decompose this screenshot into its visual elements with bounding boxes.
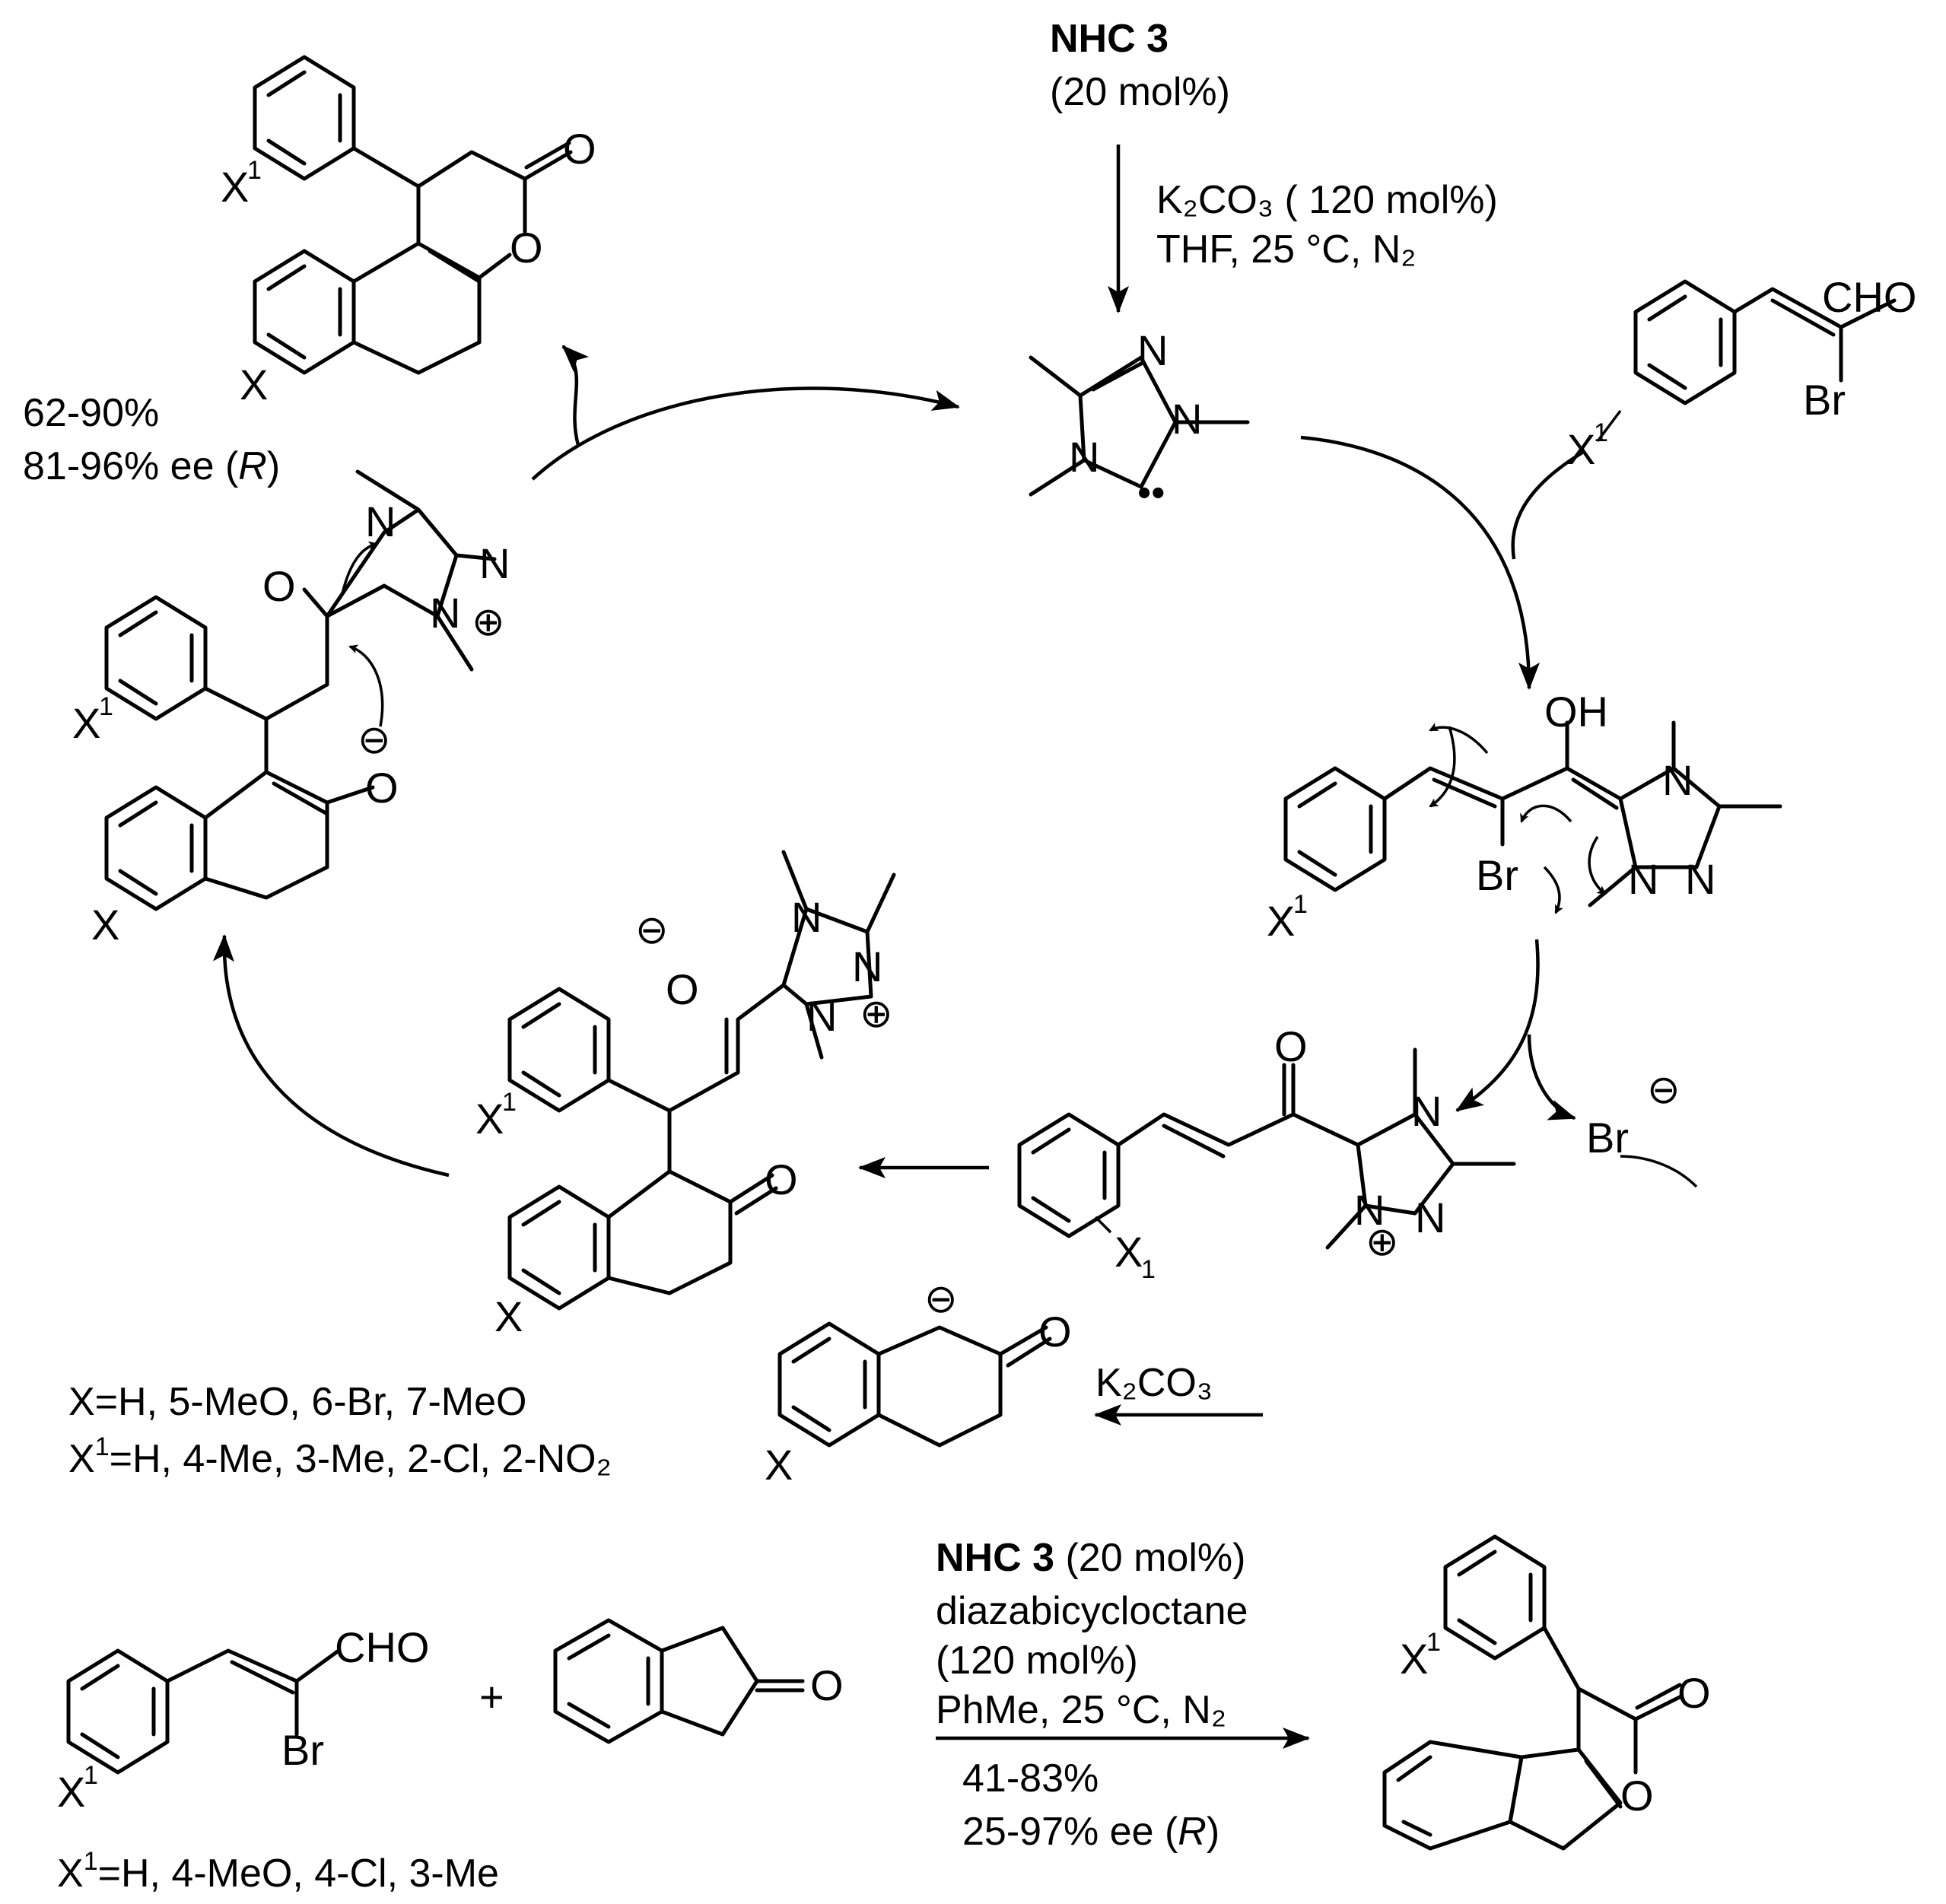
- azolium-charge: ⊕: [1366, 1220, 1399, 1264]
- alkoxide-x: X: [91, 901, 119, 949]
- x1-sup: 1: [1594, 418, 1608, 447]
- x1-label: X: [1567, 425, 1595, 473]
- breslow-x1: X: [1267, 897, 1295, 945]
- alkoxide-n1: N: [430, 589, 460, 637]
- enolate-x1-sup: 1: [502, 1088, 517, 1117]
- tetralone-enolate: O ⊖ X K₂CO₃: [765, 1277, 1263, 1489]
- bromide-release: Br ⊖: [1586, 1068, 1698, 1188]
- indanone-o: O: [810, 1661, 844, 1709]
- enolate-cation: ⊕: [860, 992, 893, 1036]
- cho-label: CHO: [1822, 273, 1916, 321]
- top-ring-o: O: [510, 224, 543, 272]
- breslow-x1-sup: 1: [1293, 890, 1308, 919]
- breslow-n2: N: [1685, 855, 1715, 903]
- catalyst-base: K₂CO₃ ( 120 mol%): [1156, 178, 1498, 222]
- alkoxide-n3: N: [479, 539, 510, 587]
- carbene-n1: N: [1137, 326, 1168, 374]
- cond-line-3: (120 mol%): [936, 1639, 1138, 1683]
- cond-line-2: diazabicycloctane: [936, 1589, 1248, 1633]
- bottom-cho: CHO: [335, 1623, 429, 1671]
- enolate-x: X: [494, 1292, 523, 1340]
- cond-line-4: PhMe, 25 °C, N₂: [936, 1688, 1226, 1732]
- bromocinnamaldehyde-top: CHO Br X 1: [1567, 273, 1916, 473]
- catalyst-header: NHC 3 (20 mol%) K₂CO₃ ( 120 mol%) THF, 2…: [1050, 17, 1498, 313]
- bottom-prod-x1-sup: 1: [1426, 1628, 1441, 1657]
- azolium-x1-sup: 1: [1141, 1255, 1156, 1284]
- breslow-n4: N: [1662, 756, 1693, 804]
- catalyst-name: NHC 3: [1050, 17, 1169, 61]
- catalyst-loading: (20 mol%): [1050, 70, 1230, 114]
- br-label: Br: [1803, 376, 1846, 424]
- alkoxide-x1: X: [72, 699, 100, 747]
- alkoxide-o: O: [365, 764, 399, 812]
- cycle-arrows: [212, 345, 1584, 1178]
- tetralone-o: O: [765, 1155, 798, 1203]
- substituents-legend: X=H, 5-MeO, 6-Br, 7-MeO X1=H, 4-Me, 3-Me…: [68, 1380, 612, 1481]
- breslow-br: Br: [1476, 851, 1518, 899]
- tetralone-reagent: K₂CO₃: [1095, 1361, 1213, 1405]
- enolate-adduct: O ⊖ N N N ⊕ O X 1 X: [475, 850, 896, 1340]
- bromide-charge: ⊖: [1647, 1068, 1680, 1112]
- top-ee: 81-96% ee (R): [23, 444, 280, 488]
- top-yield: 62-90%: [23, 391, 159, 435]
- alkoxide-intermediate: O N N N ⊕ O ⊖ X 1 X: [72, 469, 510, 949]
- azolium-x1: X: [1114, 1228, 1143, 1276]
- top-x: X: [240, 361, 268, 408]
- azolium-o: O: [1274, 1022, 1308, 1070]
- tetralone-charge: ⊖: [924, 1277, 958, 1321]
- enolate-n4: N: [791, 893, 822, 941]
- bottom-x1-substituents: X1=H, 4-MeO, 4-Cl, 3-Me: [57, 1847, 499, 1896]
- top-x1-sup: 1: [247, 156, 262, 185]
- enolate-n1: N: [806, 992, 837, 1040]
- bottom-x1-sup: 1: [84, 1761, 98, 1790]
- enolate-x1: X: [475, 1095, 504, 1143]
- second-reaction: CHO Br X 1 + O NHC 3 (20 mol%) diazabicy…: [57, 1534, 1711, 1896]
- azolium-n1: N: [1354, 1186, 1385, 1234]
- alkoxide-n4: N: [365, 497, 396, 545]
- alkoxide-acyl-o: O: [262, 562, 296, 610]
- alkoxide-charge: ⊖: [358, 718, 391, 762]
- cond-line-1: NHC 3 (20 mol%): [936, 1536, 1245, 1580]
- bottom-yield: 41-83%: [962, 1756, 1099, 1801]
- bottom-ring-o: O: [1620, 1772, 1654, 1820]
- bottom-carbonyl-o: O: [1677, 1669, 1711, 1717]
- bottom-prod-x1: X: [1400, 1635, 1428, 1683]
- enolate-n3: N: [852, 942, 882, 990]
- breslow-intermediate: OH Br N N N X 1: [1267, 688, 1782, 945]
- enolate-o: O: [666, 965, 699, 1013]
- bromide-label: Br: [1586, 1114, 1629, 1162]
- carbene-n4: N: [1069, 433, 1099, 481]
- bottom-br: Br: [281, 1726, 324, 1774]
- azolium-n2: N: [1415, 1194, 1445, 1241]
- enolate-charge: ⊖: [635, 908, 669, 952]
- tetralone-x: X: [765, 1441, 793, 1489]
- x-substituents: X=H, 5-MeO, 6-Br, 7-MeO: [68, 1380, 527, 1424]
- bottom-ee: 25-97% ee (R): [962, 1810, 1219, 1854]
- top-carbonyl-o: O: [563, 125, 596, 173]
- free-carbene: N N N ••: [1029, 326, 1250, 515]
- alkoxide-x1-sup: 1: [99, 692, 113, 721]
- enolate-ketone-o: O: [1038, 1308, 1072, 1356]
- carbene-n2: N: [1172, 395, 1202, 443]
- alkoxide-cation: ⊕: [472, 600, 505, 644]
- breslow-oh: OH: [1544, 688, 1608, 736]
- azolium-n4: N: [1411, 1087, 1442, 1135]
- bottom-x1: X: [57, 1768, 85, 1816]
- product-lactone-top: O O X 1 X 62-90% 81-96% ee (R): [23, 55, 596, 488]
- catalyst-conditions: THF, 25 °C, N₂: [1156, 227, 1416, 272]
- breslow-n1: N: [1628, 855, 1658, 903]
- top-x1: X: [221, 163, 249, 211]
- plus-sign: +: [479, 1673, 504, 1721]
- carbene-lone-pair: ••: [1137, 471, 1165, 515]
- acyl-azolium: O N N N ⊕ X 1: [1017, 1022, 1516, 1284]
- x1-substituents: X1=H, 4-Me, 3-Me, 2-Cl, 2-NO₂: [68, 1432, 612, 1481]
